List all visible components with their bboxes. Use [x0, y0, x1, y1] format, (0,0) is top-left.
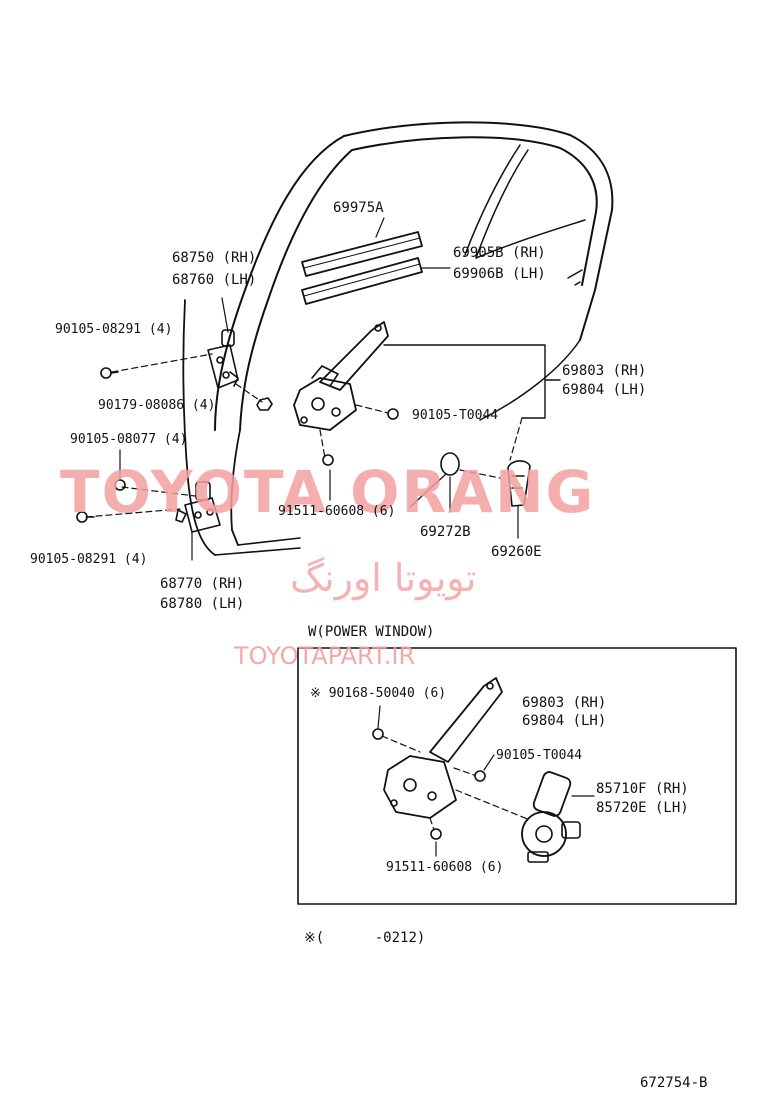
label-90105-08291-top: 90105-08291 (4)	[55, 322, 173, 337]
bolt-90105-08077	[114, 479, 126, 491]
label-69804: 69804 (LH)	[562, 382, 647, 398]
handle-plate-69272b	[440, 452, 460, 476]
bolt-90168-50040	[372, 728, 384, 740]
label-90105-08077: 90105-08077 (4)	[70, 432, 188, 447]
lower-hinge	[175, 481, 221, 533]
door-frame	[182, 121, 614, 556]
label-69905b: 69905B (RH)	[453, 245, 546, 261]
footnote: ※( -0212)	[304, 930, 426, 946]
label-pw-90105-t0044: 90105-T0044	[496, 748, 583, 763]
label-69906b: 69906B (LH)	[453, 266, 546, 282]
window-handle-69260e	[507, 460, 531, 507]
label-pw-85720e: 85720E (LH)	[596, 800, 689, 816]
power-window-box	[297, 647, 737, 905]
diagram-code: 672754-B	[640, 1075, 708, 1091]
label-68750: 68750 (RH)	[172, 250, 257, 266]
weatherstrip-upper	[301, 231, 423, 277]
label-69272b: 69272B	[420, 524, 471, 540]
label-90105-08291-bottom: 90105-08291 (4)	[30, 552, 148, 567]
bolt-90105-t0044-pw	[474, 770, 486, 782]
label-68770: 68770 (RH)	[160, 576, 245, 592]
label-69803: 69803 (RH)	[562, 363, 647, 379]
label-pw-69804: 69804 (LH)	[522, 713, 607, 729]
label-68780: 68780 (LH)	[160, 596, 245, 612]
power-regulator	[383, 677, 503, 819]
label-pw-85710f: 85710F (RH)	[596, 781, 689, 797]
label-91511-60608: 91511-60608 (6)	[278, 504, 396, 519]
label-69975a: 69975A	[333, 200, 384, 216]
label-pw-90168-50040: ※ 90168-50040 (6)	[310, 686, 447, 701]
bolt-90105-08291-top	[100, 367, 119, 379]
label-pw-69803: 69803 (RH)	[522, 695, 607, 711]
window-regulator	[293, 321, 389, 431]
bolt-90105-t0044	[387, 408, 399, 420]
weatherstrip-lower	[301, 257, 423, 305]
label-90105-t0044: 90105-T0044	[412, 408, 499, 423]
bolt-90105-08291-bottom	[76, 511, 95, 523]
label-69260e: 69260E	[491, 544, 542, 560]
bolt-91511-60608-pw	[430, 828, 442, 840]
label-pw-91511-60608: 91511-60608 (6)	[386, 860, 504, 875]
label-90179-08086: 90179-08086 (4)	[98, 398, 216, 413]
bolt-91511-60608	[322, 454, 334, 466]
power-window-title: W(POWER WINDOW)	[308, 624, 435, 640]
label-68760: 68760 (LH)	[172, 272, 257, 288]
nut-90179-08086	[256, 397, 273, 411]
upper-hinge	[207, 329, 239, 389]
window-motor	[521, 771, 581, 863]
